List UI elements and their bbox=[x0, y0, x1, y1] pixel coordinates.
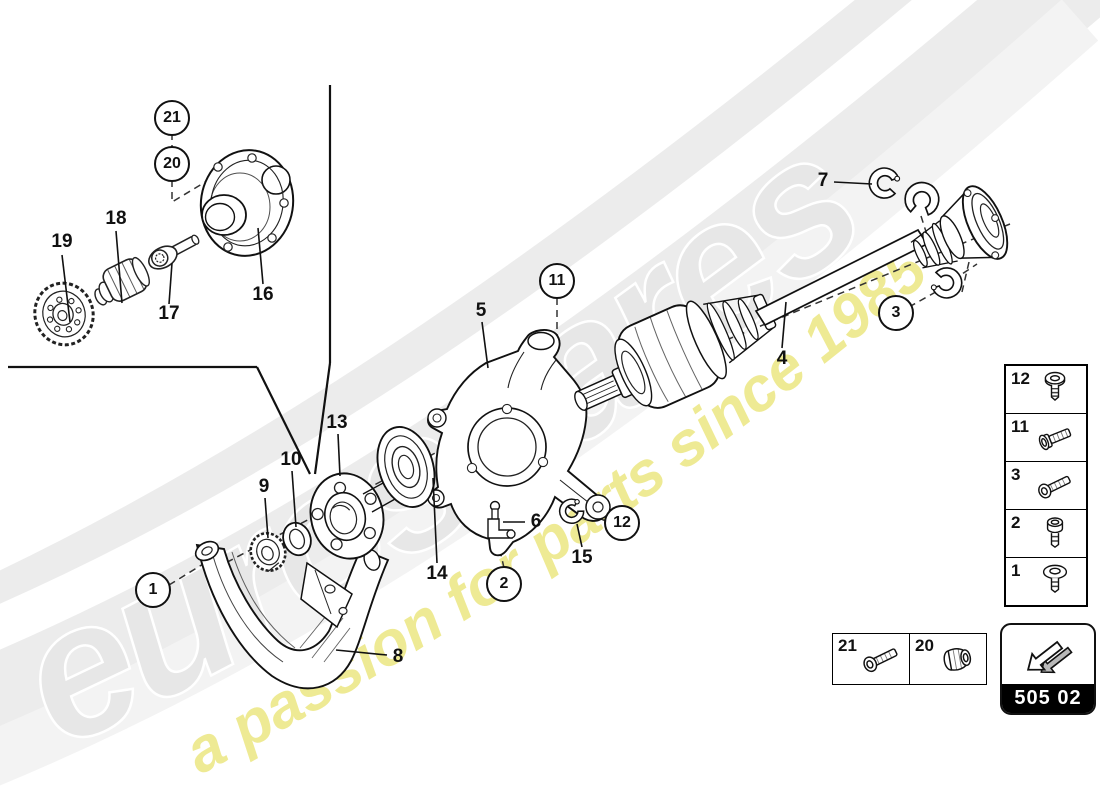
leader-lines bbox=[61, 181, 873, 656]
callout-20[interactable]: 20 bbox=[154, 146, 190, 182]
part-label-7: 7 bbox=[817, 170, 829, 191]
part-label-10: 10 bbox=[280, 449, 302, 470]
part-label-4: 4 bbox=[776, 348, 788, 369]
callout-1[interactable]: 1 bbox=[135, 572, 171, 608]
part-19-gear-disc bbox=[33, 281, 95, 347]
lock-nut-icon bbox=[934, 637, 982, 681]
part-label-9: 9 bbox=[258, 476, 270, 497]
fasteners-legend-column: 12 11 3 2 1 bbox=[1004, 364, 1088, 607]
button-head-screw-icon bbox=[1032, 561, 1078, 603]
inner-cv-joint bbox=[614, 300, 727, 409]
circlip-3 bbox=[930, 267, 963, 299]
part-13-hub-flange bbox=[309, 470, 411, 560]
legend-item-number: 2 bbox=[1011, 513, 1021, 532]
part-label-15: 15 bbox=[571, 547, 593, 568]
legend-item-1[interactable]: 1 bbox=[1006, 558, 1086, 605]
part-label-6: 6 bbox=[530, 511, 542, 532]
legend-item-21[interactable]: 21 bbox=[833, 634, 910, 684]
part-label-8: 8 bbox=[392, 646, 404, 667]
legend-item-number: 20 bbox=[915, 636, 934, 655]
circlip-7b bbox=[904, 181, 940, 217]
back-arrow-icon[interactable] bbox=[1002, 625, 1094, 684]
pan-head-screw-icon bbox=[1032, 369, 1078, 411]
part-label-16: 16 bbox=[252, 284, 274, 305]
page-code: 505 02 bbox=[1002, 684, 1094, 713]
legend-item-number: 1 bbox=[1011, 561, 1021, 580]
page-code-box[interactable]: 505 02 bbox=[1000, 623, 1096, 715]
part-label-19: 19 bbox=[51, 231, 73, 252]
part-14-wheel-bearing bbox=[376, 426, 436, 508]
part-label-17: 17 bbox=[158, 303, 180, 324]
part-15-retaining-clip bbox=[558, 498, 585, 524]
legend-item-3[interactable]: 3 bbox=[1006, 462, 1086, 510]
socket-head-bolt-icon bbox=[1032, 465, 1078, 507]
legend-item-2[interactable]: 2 bbox=[1006, 510, 1086, 558]
legend-item-number: 21 bbox=[838, 636, 857, 655]
part-16-wheel-hub bbox=[199, 149, 295, 257]
callout-2[interactable]: 2 bbox=[486, 566, 522, 602]
callout-21[interactable]: 21 bbox=[154, 100, 190, 136]
cheese-head-screw-icon bbox=[1032, 513, 1078, 555]
part-9-splined-bushing bbox=[249, 531, 287, 573]
legend-item-11[interactable]: 11 bbox=[1006, 414, 1086, 462]
flange-bolt-icon bbox=[1032, 417, 1078, 459]
legend-item-number: 11 bbox=[1011, 417, 1029, 436]
right-cv-boot bbox=[910, 220, 958, 269]
legend-item-number: 3 bbox=[1011, 465, 1021, 484]
inset-frame bbox=[8, 85, 332, 475]
part-8-stone-guard bbox=[194, 540, 390, 690]
part-label-18: 18 bbox=[105, 208, 127, 229]
legend-item-20[interactable]: 20 bbox=[910, 634, 986, 684]
callout-3[interactable]: 3 bbox=[878, 295, 914, 331]
part-label-5: 5 bbox=[475, 300, 487, 321]
callout-12[interactable]: 12 bbox=[604, 505, 640, 541]
part-6-speed-sensor bbox=[487, 500, 516, 539]
outer-cv-bell bbox=[939, 185, 1009, 260]
part-18-splined-coupler bbox=[94, 256, 150, 306]
legend-item-12[interactable]: 12 bbox=[1006, 366, 1086, 414]
socket-head-bolt-icon bbox=[857, 637, 905, 681]
part-17-hub-bolt bbox=[148, 234, 200, 270]
part-10-seal-ring bbox=[282, 521, 312, 557]
fasteners-legend-row: 21 20 bbox=[832, 633, 987, 685]
part-label-14: 14 bbox=[426, 563, 448, 584]
part-4-drive-shaft bbox=[574, 167, 1009, 411]
legend-item-number: 12 bbox=[1011, 369, 1030, 388]
callout-11[interactable]: 11 bbox=[539, 263, 575, 299]
part-label-13: 13 bbox=[326, 412, 348, 433]
circlip-7a bbox=[868, 167, 901, 199]
